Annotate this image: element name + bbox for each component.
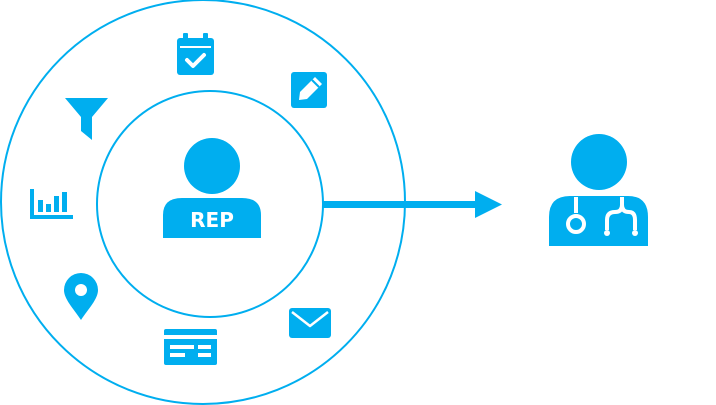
user-icon xyxy=(163,138,261,238)
calendar-check-icon xyxy=(177,33,214,75)
bar-chart-icon xyxy=(30,189,73,219)
location-pin-icon xyxy=(64,273,98,320)
connector-arrow xyxy=(322,191,502,218)
mail-icon xyxy=(289,308,331,338)
edit-icon xyxy=(291,72,327,108)
doctor-stethoscope-icon xyxy=(549,134,648,246)
filter-icon xyxy=(65,98,108,140)
id-card-icon xyxy=(164,329,217,365)
rep-label: REP xyxy=(190,208,234,232)
